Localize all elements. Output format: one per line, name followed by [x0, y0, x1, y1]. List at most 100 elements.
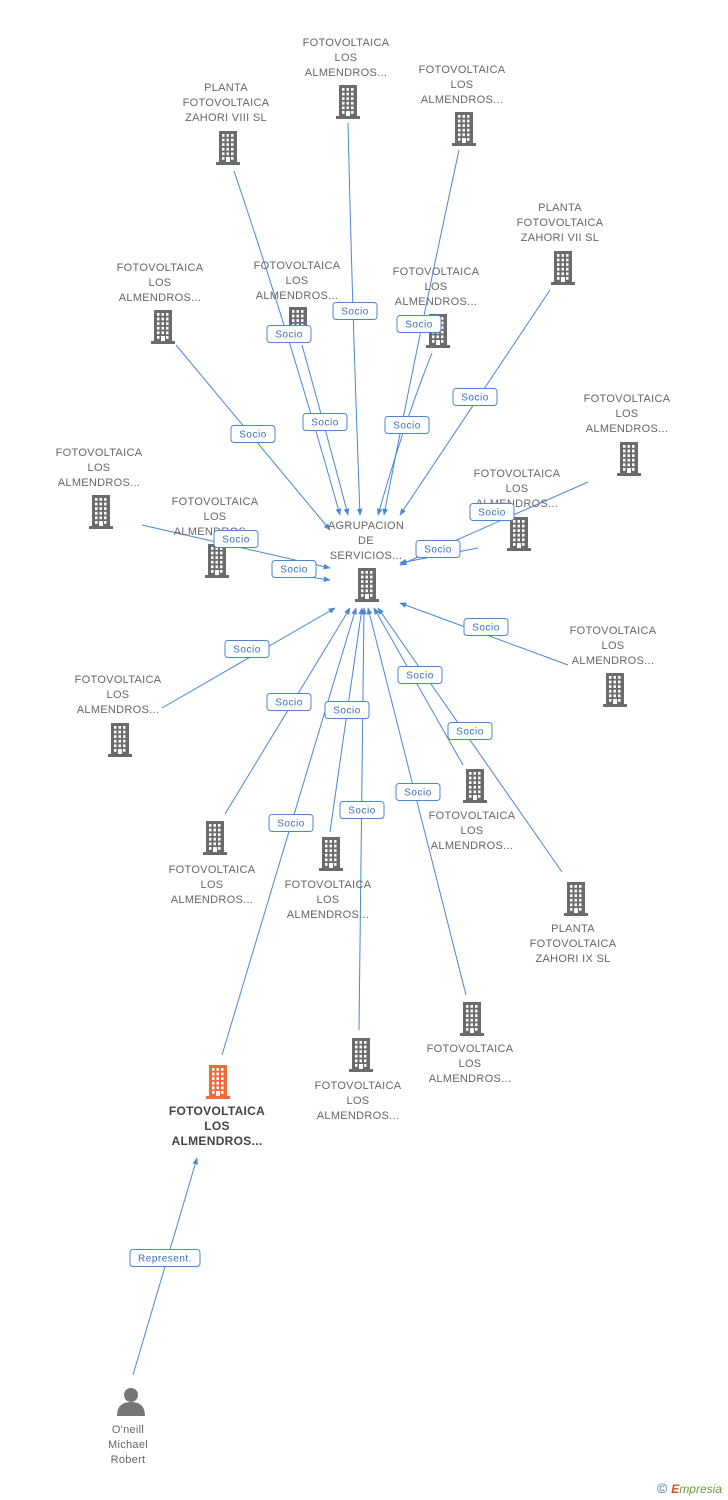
node-n13[interactable]: FOTOVOLTAICALOSALMENDROS...: [75, 674, 162, 757]
edge-label-text: Socio: [393, 421, 421, 432]
edge-label-text: Socio: [456, 727, 484, 738]
edge-label-box: [463, 618, 509, 636]
node-label-line: FOTOVOLTAICA: [419, 64, 506, 76]
edge-label-text: Socio: [341, 307, 369, 318]
building-icon: [355, 568, 379, 602]
building-icon: [203, 821, 227, 855]
edge-label-box: [224, 640, 270, 658]
node-label-line: FOTOVOLTAICA: [172, 496, 259, 508]
edge-label-box: [266, 325, 312, 343]
edge-n18-to-center: [366, 607, 467, 996]
edge-label-n18[interactable]: Socio: [395, 783, 441, 801]
edge-label-n12[interactable]: Socio: [463, 618, 509, 636]
edge-label-box: [397, 666, 443, 684]
edge-label-n9[interactable]: Socio: [213, 530, 259, 548]
node-n15[interactable]: FOTOVOLTAICALOSALMENDROS...: [285, 837, 372, 921]
node-n18[interactable]: FOTOVOLTAICALOSALMENDROS...: [427, 1002, 514, 1085]
edge-label-text: Socio: [275, 330, 303, 341]
edge-label-text: Socio: [333, 706, 361, 717]
node-n1[interactable]: FOTOVOLTAICALOSALMENDROS...: [303, 37, 390, 119]
node-n2[interactable]: FOTOVOLTAICALOSALMENDROS...: [419, 64, 506, 146]
edge-label-box: [396, 315, 442, 333]
edge-label-text: Socio: [277, 819, 305, 830]
node-label-line: FOTOVOLTAICA: [530, 938, 617, 950]
node-label-line: PLANTA: [551, 923, 595, 935]
node-label-line: FOTOVOLTAICA: [183, 97, 270, 109]
building-icon: [349, 1038, 373, 1072]
building-icon: [216, 131, 240, 165]
node-label-line: FOTOVOLTAICA: [315, 1080, 402, 1092]
node-label-line: LOS: [461, 825, 484, 837]
edge-label-text: Socio: [280, 565, 308, 576]
edge-label-n3[interactable]: Socio: [266, 325, 312, 343]
node-label-line: Michael: [108, 1439, 148, 1451]
edge-label-text: Socio: [405, 320, 433, 331]
node-label-line: FOTOVOLTAICA: [254, 260, 341, 272]
node-label-line: Robert: [111, 1454, 146, 1466]
edge-label-text: Socio: [348, 806, 376, 817]
edge-label-n17[interactable]: Socio: [447, 722, 493, 740]
building-icon: [319, 837, 343, 871]
node-label-line: LOS: [425, 281, 448, 293]
edge-label-n4[interactable]: Socio: [452, 388, 498, 406]
node-label-line: ALMENDROS...: [586, 423, 668, 435]
building-icon: [452, 112, 476, 146]
edge-label-n6[interactable]: Socio: [302, 413, 348, 431]
node-label-line: FOTOVOLTAICA: [429, 810, 516, 822]
building-icon: [564, 882, 588, 916]
node-center[interactable]: AGRUPACIONDESERVICIOS...: [328, 520, 404, 602]
edge-label-n14[interactable]: Socio: [266, 693, 312, 711]
node-label-line: ALMENDROS...: [317, 1110, 399, 1122]
building-icon: [507, 517, 531, 551]
node-label-line: O'neill: [112, 1424, 144, 1436]
edge-label-n10[interactable]: Socio: [415, 540, 461, 558]
node-label-line: LOS: [286, 275, 309, 287]
node-label-line: ALMENDROS...: [119, 292, 201, 304]
node-n5[interactable]: FOTOVOLTAICALOSALMENDROS...: [117, 262, 204, 344]
edge-label-text: Socio: [239, 430, 267, 441]
node-focus[interactable]: FOTOVOLTAICALOSALMENDROS...: [169, 1065, 265, 1148]
node-label-line: PLANTA: [538, 202, 582, 214]
edge-label-n16[interactable]: Socio: [397, 666, 443, 684]
node-label-line: ALMENDROS...: [431, 840, 513, 852]
edge-label-box: [415, 540, 461, 558]
node-n16[interactable]: FOTOVOLTAICA LOS ALMENDROS...: [429, 769, 516, 852]
node-n7[interactable]: FOTOVOLTAICALOSALMENDROS...: [393, 266, 480, 348]
edge-label-n15[interactable]: Socio: [324, 701, 370, 719]
node-n19[interactable]: FOTOVOLTAICALOSALMENDROS...: [315, 1038, 402, 1122]
node-n14[interactable]: FOTOVOLTAICALOSALMENDROS...: [169, 821, 256, 906]
edge-label-n11[interactable]: Socio: [271, 560, 317, 578]
node-label-line: FOTOVOLTAICA: [303, 37, 390, 49]
building-icon: [617, 442, 641, 476]
edge-label-text: Socio: [461, 393, 489, 404]
edge-label-box: [469, 503, 515, 521]
edge-label-n5[interactable]: Socio: [230, 425, 276, 443]
edge-label-box: [266, 693, 312, 711]
node-label-line: LOS: [107, 689, 130, 701]
node-n11[interactable]: FOTOVOLTAICALOSALMENDROS...: [172, 496, 259, 578]
node-label-line: LOS: [506, 483, 529, 495]
edge-label-n19[interactable]: Socio: [339, 801, 385, 819]
brand-footer[interactable]: ©Empresia: [657, 1480, 722, 1496]
node-n8[interactable]: FOTOVOLTAICALOSALMENDROS...: [584, 393, 671, 476]
building-icon-highlighted: [206, 1065, 230, 1099]
node-n9[interactable]: FOTOVOLTAICALOSALMENDROS...: [56, 447, 143, 529]
edge-label-n7[interactable]: Socio: [384, 416, 430, 434]
edge-label-n2[interactable]: Socio: [396, 315, 442, 333]
edge-label-focus[interactable]: Socio: [268, 814, 314, 832]
edge-label-n13[interactable]: Socio: [224, 640, 270, 658]
edge-label-n8[interactable]: Socio: [469, 503, 515, 521]
edge-label-box: [332, 302, 378, 320]
node-label-line: FOTOVOLTAICA: [117, 262, 204, 274]
edge-label-person[interactable]: Represent.: [129, 1249, 201, 1267]
edge-label-box: [339, 801, 385, 819]
node-n12[interactable]: FOTOVOLTAICALOSALMENDROS...: [570, 625, 657, 707]
building-icon: [89, 495, 113, 529]
edge-label-n1[interactable]: Socio: [332, 302, 378, 320]
building-icon: [603, 673, 627, 707]
